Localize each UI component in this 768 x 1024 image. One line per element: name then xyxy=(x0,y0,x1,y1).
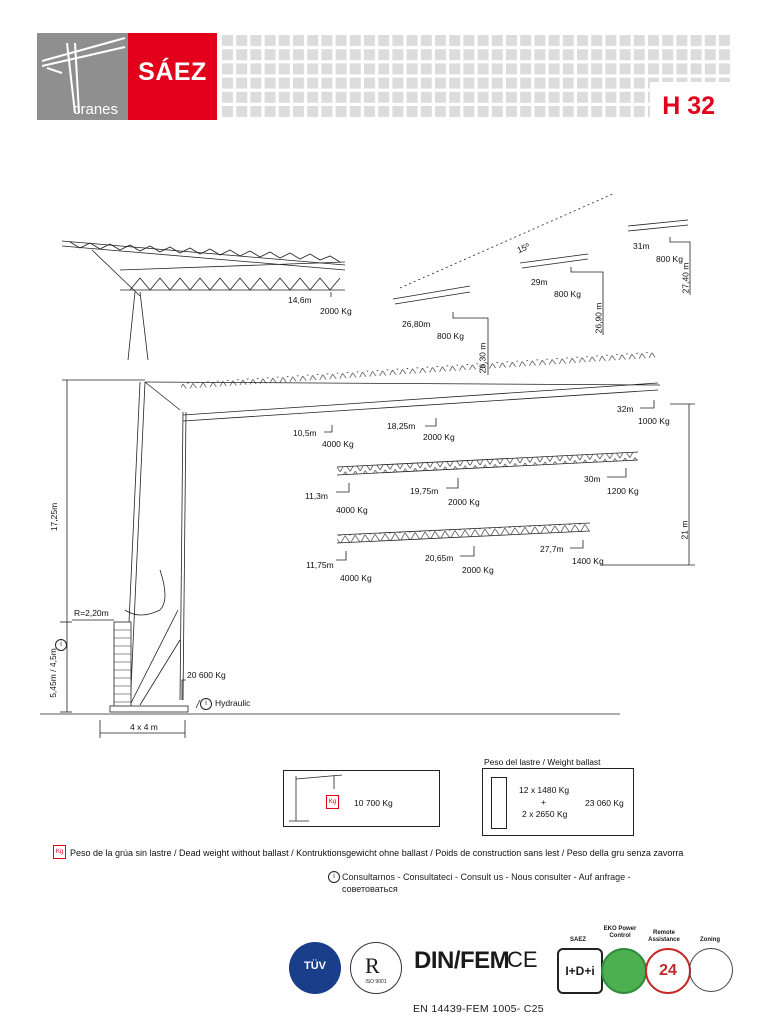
radius-ballast: R=2,20m xyxy=(74,608,109,618)
j30-r2: 19,75m xyxy=(410,486,439,496)
j30-l1: 4000 Kg xyxy=(336,505,368,515)
tuv-badge: TÜV xyxy=(289,942,341,994)
ballast-title: Peso del lastre / Weight ballast xyxy=(484,757,601,767)
dead-weight-value: 10 700 Kg xyxy=(354,798,393,808)
j27-l2: 2000 Kg xyxy=(462,565,494,575)
eko-label: EKO Power Control xyxy=(603,926,637,939)
model-name: H 32 xyxy=(662,92,715,120)
luff1-load: 800 Kg xyxy=(437,331,464,341)
luff2-radius: 29m xyxy=(531,277,548,287)
eko-power-icon xyxy=(601,948,647,994)
j30-l2: 2000 Kg xyxy=(448,497,480,507)
luff2-height: 26,90 m xyxy=(593,302,604,334)
ballast-line1: 12 x 1480 Kg xyxy=(519,785,570,795)
zoning-icon xyxy=(689,948,733,992)
ballast-block-icon xyxy=(491,777,507,829)
j30-l3: 1200 Kg xyxy=(607,486,639,496)
j30-r1: 11,3m xyxy=(305,491,328,501)
j32-l1: 4000 Kg xyxy=(322,439,354,449)
brand-name: SÁEZ xyxy=(138,58,207,86)
luff3-height: 27,40 m xyxy=(680,262,691,294)
toplift-load: 2000 Kg xyxy=(320,306,352,316)
en-standard: EN 14439-FEM 1005- C25 xyxy=(413,1003,544,1015)
j32-l3: 1000 Kg xyxy=(638,416,670,426)
ce-mark: CE xyxy=(507,947,538,972)
kg-icon: Kg xyxy=(326,795,339,809)
hydraulic-label: Hydraulic xyxy=(215,698,251,708)
ballast-line2: 2 x 2650 Kg xyxy=(522,809,568,819)
j32-l2: 2000 Kg xyxy=(423,432,455,442)
iso-r-icon: R xyxy=(365,953,380,978)
logo-red-panel xyxy=(128,33,217,120)
kg-legend-icon: Kg xyxy=(53,845,66,859)
j27-r2: 20,65m xyxy=(425,553,454,563)
luff2-load: 800 Kg xyxy=(554,289,581,299)
base-height: 5,45m / 4,5m xyxy=(47,648,58,698)
j32-r1: 10,5m xyxy=(293,428,317,438)
luff3-radius: 31m xyxy=(633,241,650,251)
j27-r3: 27,7m xyxy=(540,544,564,554)
zoning-label: Zoning xyxy=(700,937,720,943)
remote-assistance-icon: 24 xyxy=(645,948,691,994)
brand-sub: cranes xyxy=(73,101,119,118)
ballast-box: 12 x 1480 Kg + 2 x 2650 Kg 23 060 Kg xyxy=(482,768,634,836)
luff1-height: 26,30 m xyxy=(477,342,488,374)
dead-weight-box: Kg 10 700 Kg xyxy=(283,770,440,827)
hook-height: 21 m xyxy=(679,520,690,540)
j32-r2: 18,25m xyxy=(387,421,416,431)
j30-r3: 30m xyxy=(584,474,601,484)
j27-r1: 11,75m xyxy=(306,560,334,570)
info-icon-base: i xyxy=(55,639,67,651)
ballast-total: 23 060 Kg xyxy=(585,798,624,808)
consult-legend: Consultarnos - Consultateci - Consult us… xyxy=(342,872,631,894)
tower-height: 17,25m xyxy=(49,502,60,532)
tuv-label: TÜV xyxy=(304,960,326,972)
logo-grey-panel xyxy=(37,33,128,120)
luff1-radius: 26,80m xyxy=(402,319,431,329)
info-legend-icon: i xyxy=(328,871,340,883)
din-fem: DIN/FEM xyxy=(414,947,510,974)
j27-l1: 4000 Kg xyxy=(340,573,372,583)
j32-r3: 32m xyxy=(617,404,634,414)
luff3-load: 800 Kg xyxy=(656,254,683,264)
saez-label: SAEZ xyxy=(569,937,586,943)
info-icon: i xyxy=(200,698,212,710)
j27-l3: 1400 Kg xyxy=(572,556,604,566)
model-bg xyxy=(650,82,730,122)
decorative-grid xyxy=(222,35,732,120)
toplift-radius: 14,6m xyxy=(288,295,312,305)
base-size: 4 x 4 m xyxy=(130,722,158,732)
remote-label: Remote Assistance xyxy=(648,930,680,943)
base-weight: 20 600 Kg xyxy=(187,670,226,680)
ballast-plus: + xyxy=(541,797,546,807)
dead-weight-legend: Peso de la grúa sin lastre / Dead weight… xyxy=(70,848,684,858)
mini-crane-icon xyxy=(289,774,343,822)
idi-badge: I+D+i xyxy=(557,948,603,994)
crane-logo-icon xyxy=(41,37,126,114)
iso-label: ISO 9001 xyxy=(365,979,387,985)
iso-badge: ISO 9001 R xyxy=(350,942,402,994)
